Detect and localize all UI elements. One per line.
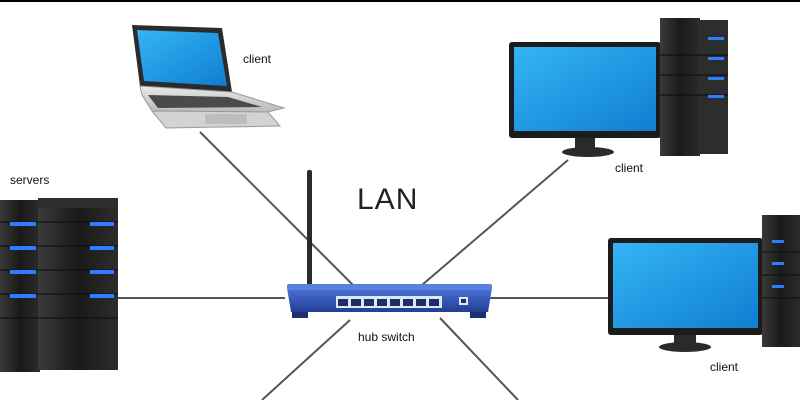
cable-desktop-top (421, 159, 569, 286)
router-icon (287, 170, 492, 318)
cable-bottom-left (261, 319, 351, 400)
desktop-computer-icon-right (608, 215, 800, 352)
cable-bottom-right (439, 317, 519, 400)
desktop-right-label: client (710, 360, 739, 374)
server-rack-icon (0, 198, 118, 372)
servers-label: servers (10, 173, 50, 187)
desktop-top-label: client (615, 161, 644, 175)
hub-switch-label: hub switch (358, 330, 415, 344)
laptop-icon (132, 25, 286, 129)
cable-laptop (199, 131, 354, 286)
desktop-computer-icon-top (509, 18, 728, 157)
laptop-label: client (243, 52, 272, 66)
network-cables (118, 131, 612, 400)
top-border (0, 0, 800, 2)
diagram-title: LAN (357, 183, 419, 216)
